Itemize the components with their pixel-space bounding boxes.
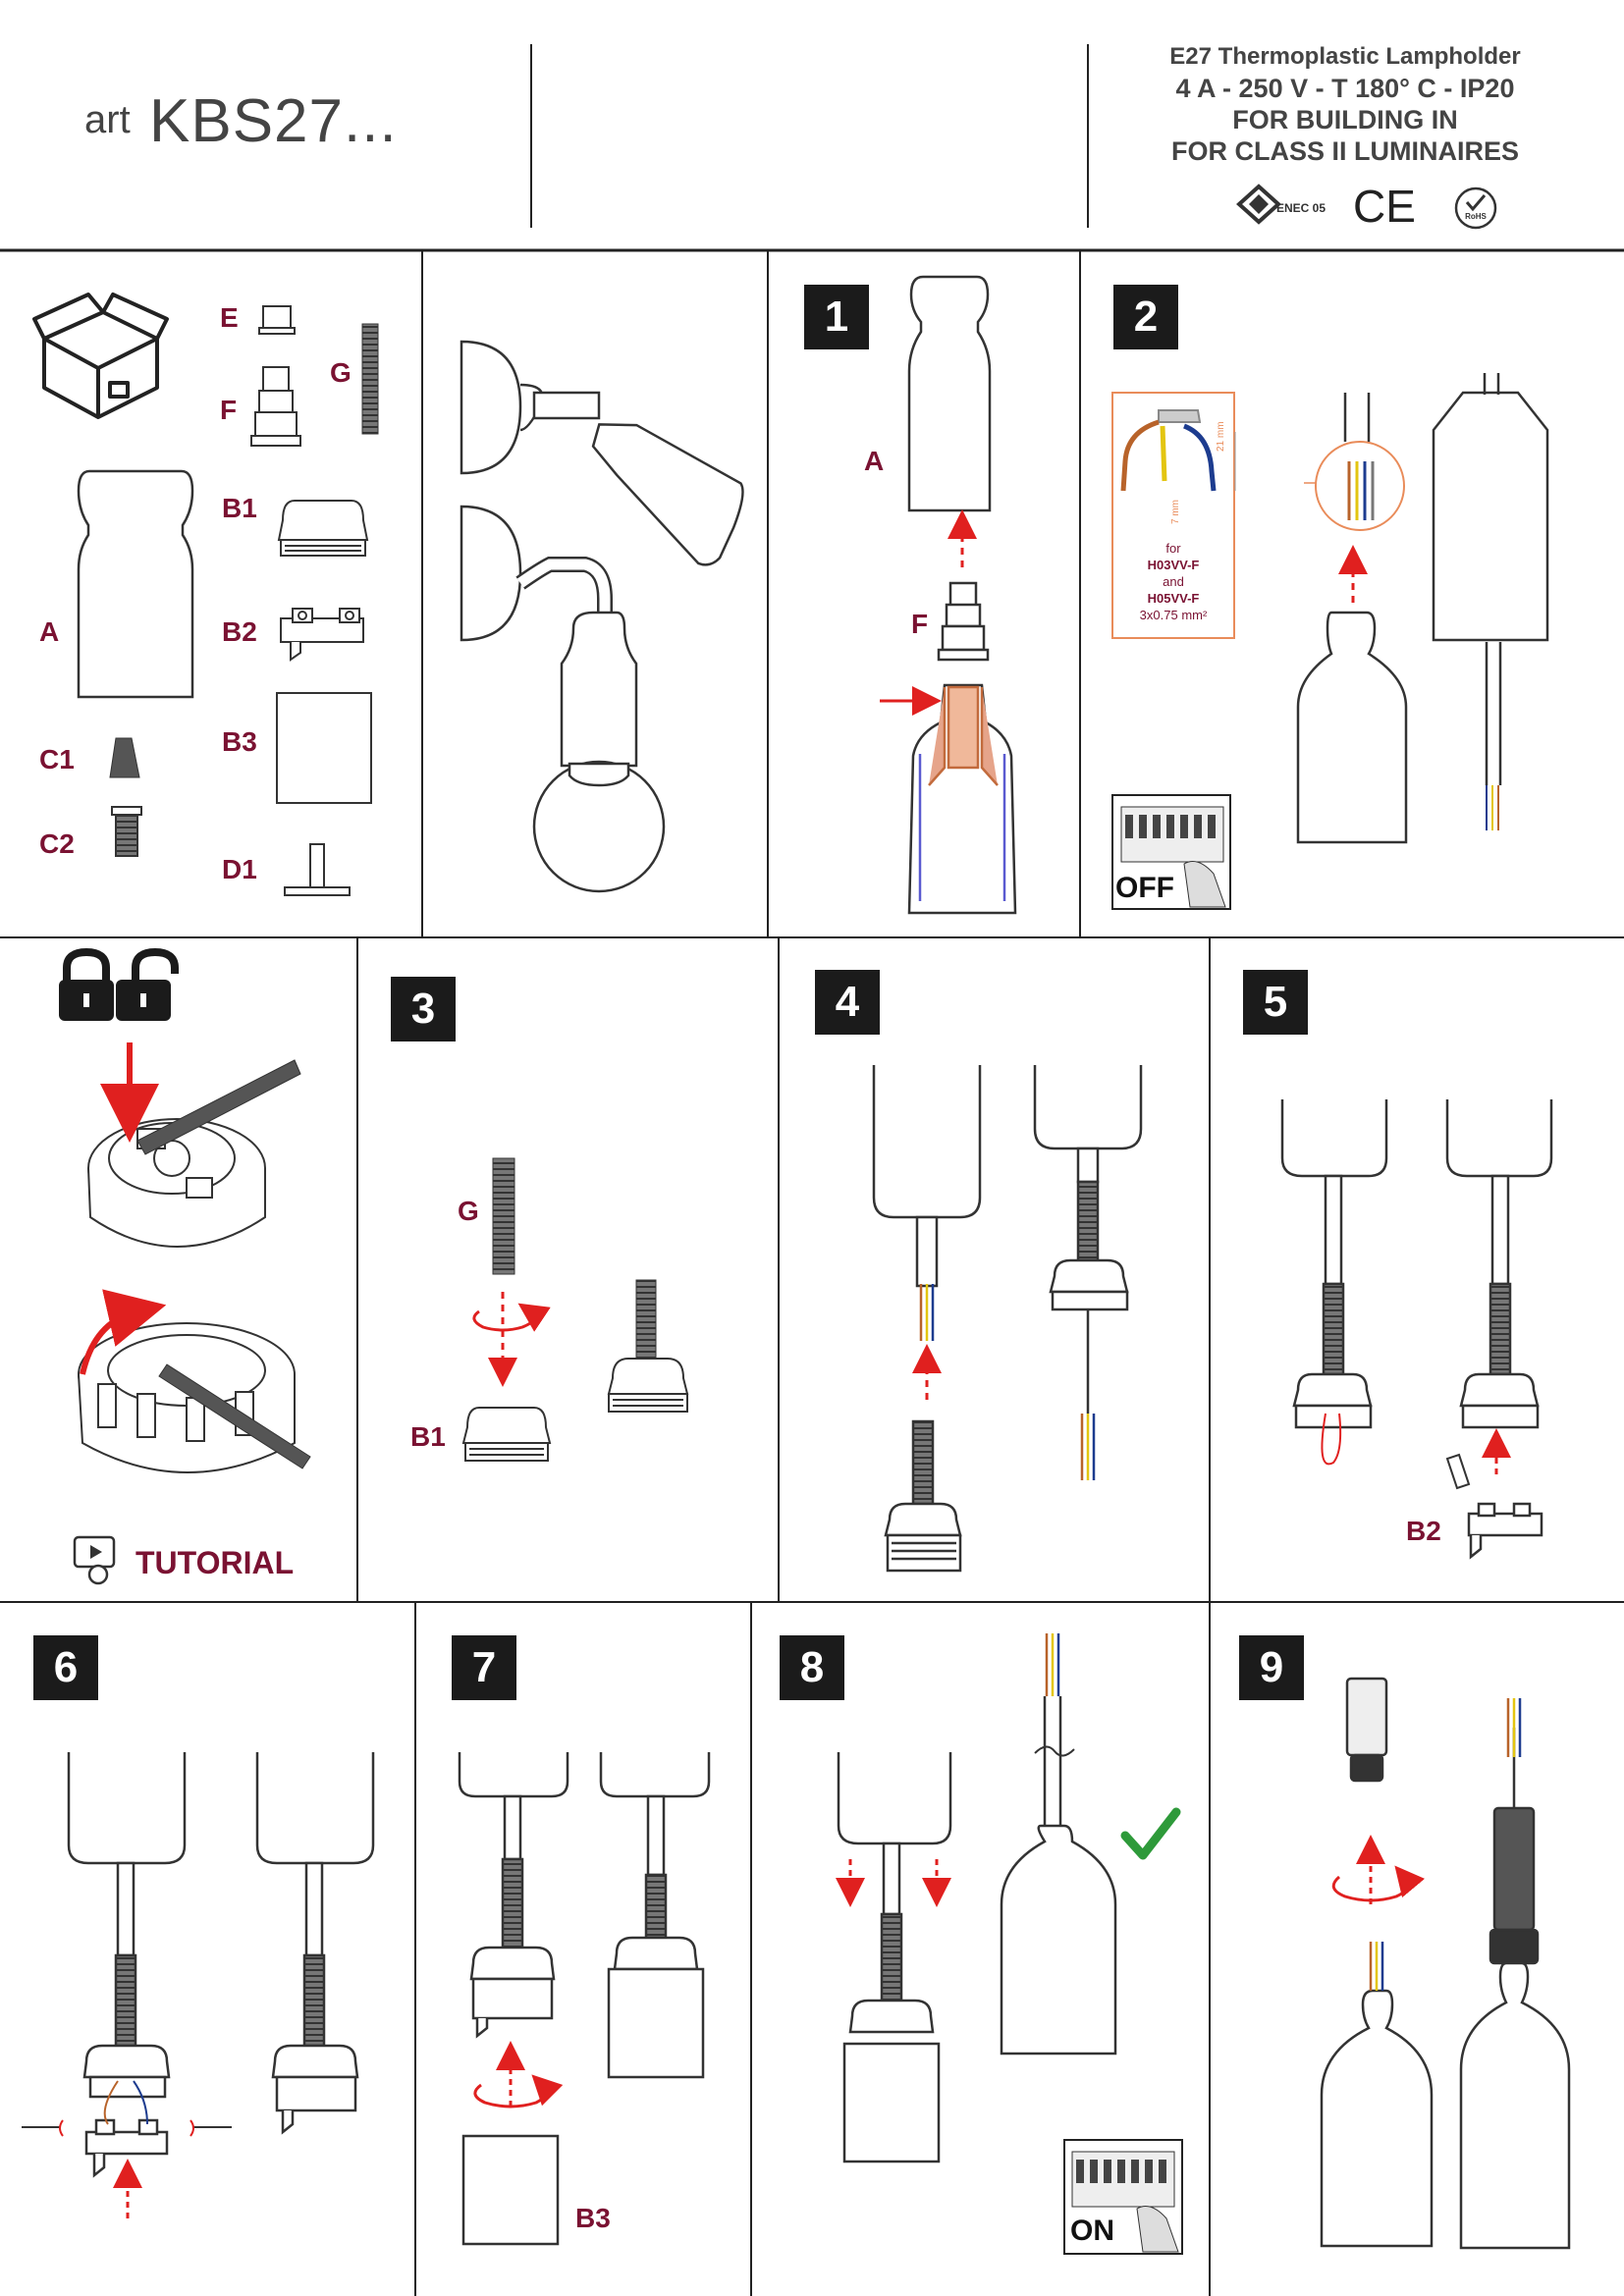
step-1-badge: 1 [804,285,869,349]
label-part-C1: C1 [39,744,75,774]
step9-rotate-arrow [1331,1865,1426,1902]
step5-wire-loop [1321,1413,1342,1466]
cable-type-1: H03VV-F [1147,558,1200,572]
step1-drawing [907,275,1017,915]
tutorial-ring-bottom-drawing [78,1322,296,1473]
step5-drawing [1280,1099,1553,1560]
step-8-badge: 8 [780,1635,844,1700]
label-part-C2: C2 [39,828,75,859]
model-number: KBS27... [149,87,398,155]
cable-type-2: H05VV-F [1147,591,1200,606]
tutorial-label[interactable]: TUTORIAL [135,1545,295,1580]
dim-strip: 21 mm [1216,421,1226,452]
part-F-drawing [250,366,301,447]
part-B1-drawing [277,500,369,557]
cable-note-for: for [1165,541,1181,556]
spec-line-3: FOR BUILDING IN [1232,105,1458,134]
label-part-B3: B3 [222,726,257,757]
step3-label-G: G [458,1196,479,1226]
spec-block: E27 Thermoplastic Lampholder 4 A - 250 V… [1090,41,1600,167]
step9-drawing [1320,1677,1571,2250]
part-C1-drawing [109,737,140,778]
art-prefix: art [84,98,131,141]
step3-label-B1: B1 [410,1421,446,1452]
step6-wires [103,2080,148,2125]
enec-mark-icon [1236,184,1281,225]
step2-hanging-wires [1486,785,1499,830]
label-part-G: G [330,357,352,388]
part-E-drawing [258,305,296,335]
box-icon [32,293,169,419]
step2-wire-strip-diagram [1120,409,1236,492]
tutorial-video-icon[interactable] [73,1535,116,1585]
step2-cable-note: for H03VV-F and H05VV-F 3x0.75 mm² [1114,540,1232,623]
switch-off-label: OFF [1115,872,1174,904]
svg-text:RoHS: RoHS [1465,212,1487,221]
check-icon [1120,1807,1181,1860]
step2-breaker-panel-icon [1111,794,1231,910]
lock-open-icon [116,947,179,1021]
dim-wire: 7 mm [1170,500,1181,524]
label-part-D1: D1 [222,854,257,884]
step2-cable-spec-box [1111,392,1235,639]
cable-note-and: and [1163,574,1184,589]
enec-code: ENEC 05 [1276,201,1326,215]
step7-drawing [458,1752,711,2246]
label-part-F: F [220,395,238,425]
step2-drawing [1296,373,1549,844]
step-9-badge: 9 [1239,1635,1304,1700]
screwdriver-top [136,1059,301,1155]
step8-drawing [837,1696,1117,2163]
step-3-badge: 3 [391,977,456,1041]
tutorial-rotate-arrow [80,1289,167,1375]
step8-breaker-panel-icon [1063,2139,1183,2255]
step-2-badge: 2 [1113,285,1178,349]
step3-part-G [492,1157,515,1275]
rohs-mark-icon: RoHS [1454,187,1497,230]
step1-label-A: A [864,446,885,476]
lock-closed-icon [59,947,114,1021]
spec-line-2: 4 A - 250 V - T 180° C - IP20 [1175,74,1515,103]
label-part-E: E [220,302,239,333]
step3-assembled-rod [635,1279,657,1360]
part-D1-drawing [284,843,351,896]
step3-part-B1 [461,1407,552,1462]
step7-label-B3: B3 [575,2203,611,2233]
cable-section: 3x0.75 mm² [1139,608,1208,622]
step-6-badge: 6 [33,1635,98,1700]
spec-line-4: FOR CLASS II LUMINAIRES [1170,136,1519,166]
label-part-A: A [39,616,60,647]
step5-label-B2: B2 [1406,1516,1441,1546]
step8-wires [1045,1633,1060,1696]
step2-zoom-circle [1315,441,1405,531]
part-G-drawing [361,323,379,435]
part-A-drawing [77,469,194,699]
wall-mount-examples [460,340,744,893]
step-5-badge: 5 [1243,970,1308,1035]
spec-line-1: E27 Thermoplastic Lampholder [1169,43,1521,70]
step-7-badge: 7 [452,1635,516,1700]
step-4-badge: 4 [815,970,880,1035]
label-part-B1: B1 [222,493,257,523]
part-C2-drawing [111,806,142,857]
part-B3-drawing [276,692,372,804]
step1-label-F: F [911,609,929,639]
part-B2-drawing [280,608,364,662]
step4-drawing [872,1065,1143,1573]
step7-rotate-arrow [473,2074,564,2109]
step5-screwdriver [1445,1453,1471,1490]
step2-zoom-wires [1347,461,1375,520]
step3-assembled-B1 [607,1358,689,1413]
step3-rotate-arrow [472,1303,551,1332]
step9-wires [1369,1698,1522,1991]
label-part-B2: B2 [222,616,257,647]
step6-drawing [67,1752,375,2178]
ce-mark-icon: CE [1353,181,1416,232]
screwdriver-bottom [158,1363,311,1469]
step4-wires [919,1284,1096,1480]
switch-on-label: ON [1070,2215,1114,2247]
cert-marks: ENEC 05 CE RoHS [1236,181,1497,232]
